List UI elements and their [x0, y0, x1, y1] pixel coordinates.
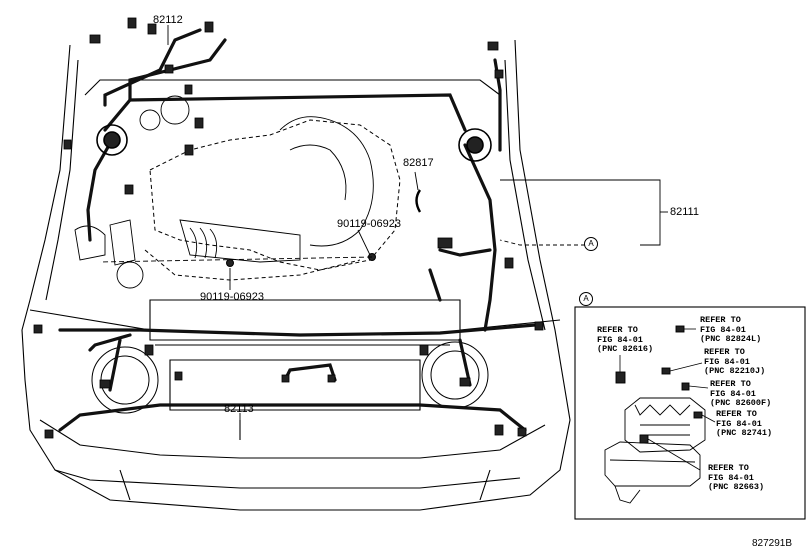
label-82817: 82817 [403, 157, 434, 169]
ref-note-82663: REFER TO FIG 84-01 (PNC 82663) [708, 463, 765, 492]
grommet-right [458, 128, 492, 162]
label-82113: 82113 [224, 403, 254, 415]
ref-note-82824l: REFER TO FIG 84-01 (PNC 82824L) [700, 315, 762, 344]
engine-details [74, 95, 374, 289]
inset-leader-lines [619, 328, 716, 471]
grommet-left [96, 124, 128, 156]
callout-a-label: A [584, 237, 598, 251]
headlamp-right [421, 341, 489, 409]
ref-note-82600f: REFER TO FIG 84-01 (PNC 82600F) [710, 379, 772, 408]
relay-block-drawing [604, 325, 706, 504]
clamp-82817 [415, 189, 422, 213]
bolt-left [226, 259, 234, 267]
label-82111: 82111 [670, 206, 699, 218]
leader-lines [99, 25, 668, 440]
label-bolt-right: 90119-06923 [337, 218, 402, 230]
label-bolt-left: 90119-06923 [200, 291, 265, 303]
figure-code: 827291B [752, 538, 793, 549]
ref-note-82210j: REFER TO FIG 84-01 (PNC 82210J) [704, 347, 766, 376]
ref-note-82616: REFER TO FIG 84-01 (PNC 82616) [597, 325, 654, 354]
ref-note-82741: REFER TO FIG 84-01 (PNC 82741) [716, 409, 773, 438]
vehicle-body-outline [21, 39, 571, 511]
label-82112: 82112 [153, 14, 183, 26]
inset-box [574, 306, 806, 520]
inset-a-label: A [579, 292, 593, 306]
engine-block [144, 119, 401, 281]
connectors [33, 17, 544, 439]
